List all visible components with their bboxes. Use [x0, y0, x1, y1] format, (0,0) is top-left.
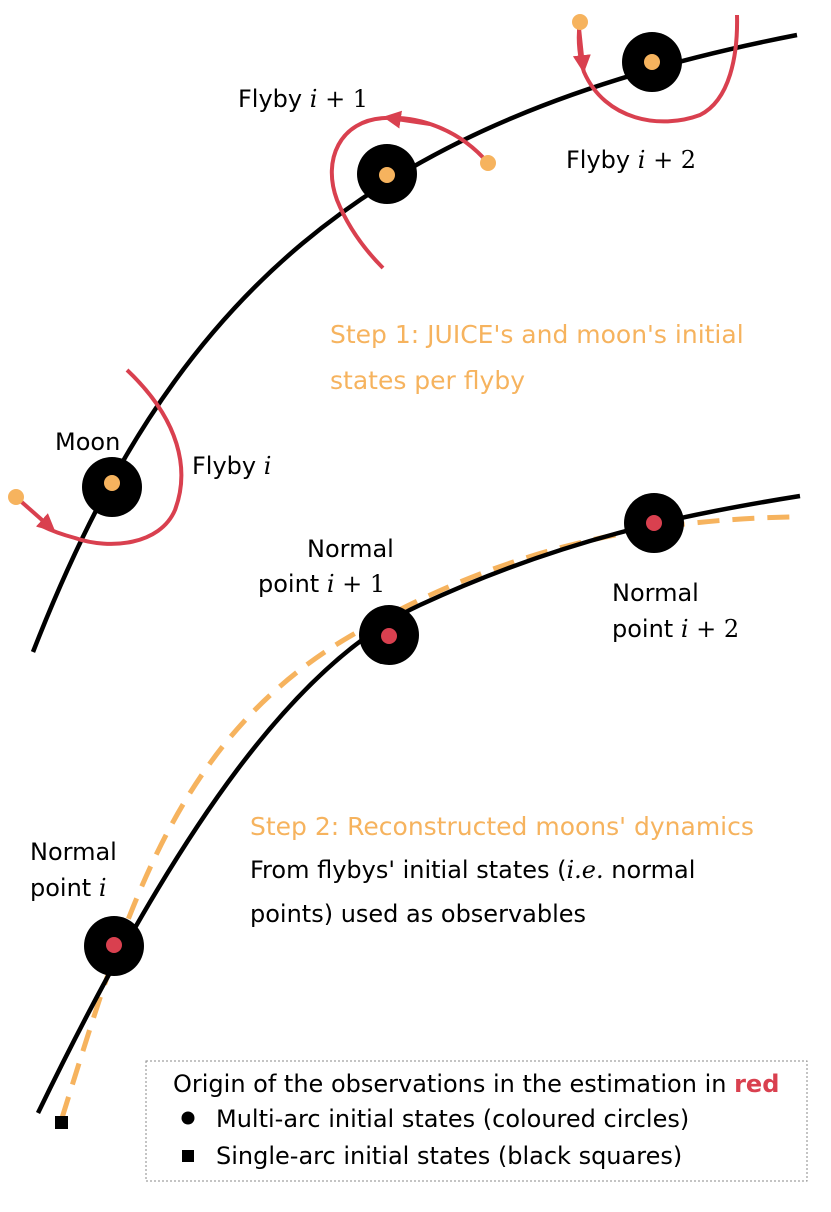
single-arc-square: [55, 1116, 68, 1129]
step1-caption-line1: Step 1: JUICE's and moon's initial: [330, 320, 744, 349]
legend-box: Origin of the observations in the estima…: [145, 1060, 808, 1182]
flyby-i2-label: Flyby i + 2: [566, 146, 696, 174]
filled-square-icon: [182, 1150, 194, 1162]
moon-core-i: [104, 475, 120, 491]
normal-point-i2-label-line1: Normal: [612, 579, 699, 607]
step2-caption-title: Step 2: Reconstructed moons' dynamics: [250, 812, 754, 841]
spacecraft-dot-i2: [572, 14, 588, 30]
legend-title: Origin of the observations in the estima…: [173, 1070, 779, 1098]
step2-caption-line1: From flybys' initial states (i.e. normal: [250, 856, 695, 884]
legend-item-single-arc: Single-arc initial states (black squares…: [216, 1142, 682, 1170]
normal-point-i-label-line1: Normal: [30, 838, 117, 866]
spacecraft-dot-i1: [480, 155, 496, 171]
legend-title-red: red: [734, 1070, 779, 1098]
flyby-i2-arrow: [572, 27, 591, 74]
filled-circle-icon: [181, 1111, 195, 1125]
flyby-i1-trajectory: [329, 115, 490, 270]
flyby-i-label: Flyby i: [192, 452, 271, 480]
normal-point-core-i2: [646, 515, 662, 531]
moon-core-i2: [644, 54, 660, 70]
normal-point-i1-label-line1: Normal: [307, 535, 394, 563]
flyby-i-trajectory: [41, 368, 184, 546]
normal-point-i1-label-line2: point i + 1: [258, 570, 385, 598]
moon-label: Moon: [55, 428, 120, 456]
legend-frame: [145, 1060, 808, 1182]
flyby-i1-arrow: [382, 110, 431, 129]
normal-point-i-label-line2: point i: [30, 874, 107, 902]
spacecraft-dot-i: [8, 489, 24, 505]
step2-caption-line2: points) used as observables: [250, 900, 586, 928]
normal-point-i2-label-line2: point i + 2: [612, 615, 739, 643]
flyby-i1-label: Flyby i + 1: [238, 85, 368, 113]
moon-core-i1: [379, 167, 395, 183]
legend-item-multi-arc: Multi-arc initial states (coloured circl…: [216, 1105, 689, 1133]
step1-caption-line2: states per flyby: [330, 366, 525, 395]
normal-point-core-i: [106, 937, 122, 953]
normal-point-core-i1: [381, 628, 397, 644]
